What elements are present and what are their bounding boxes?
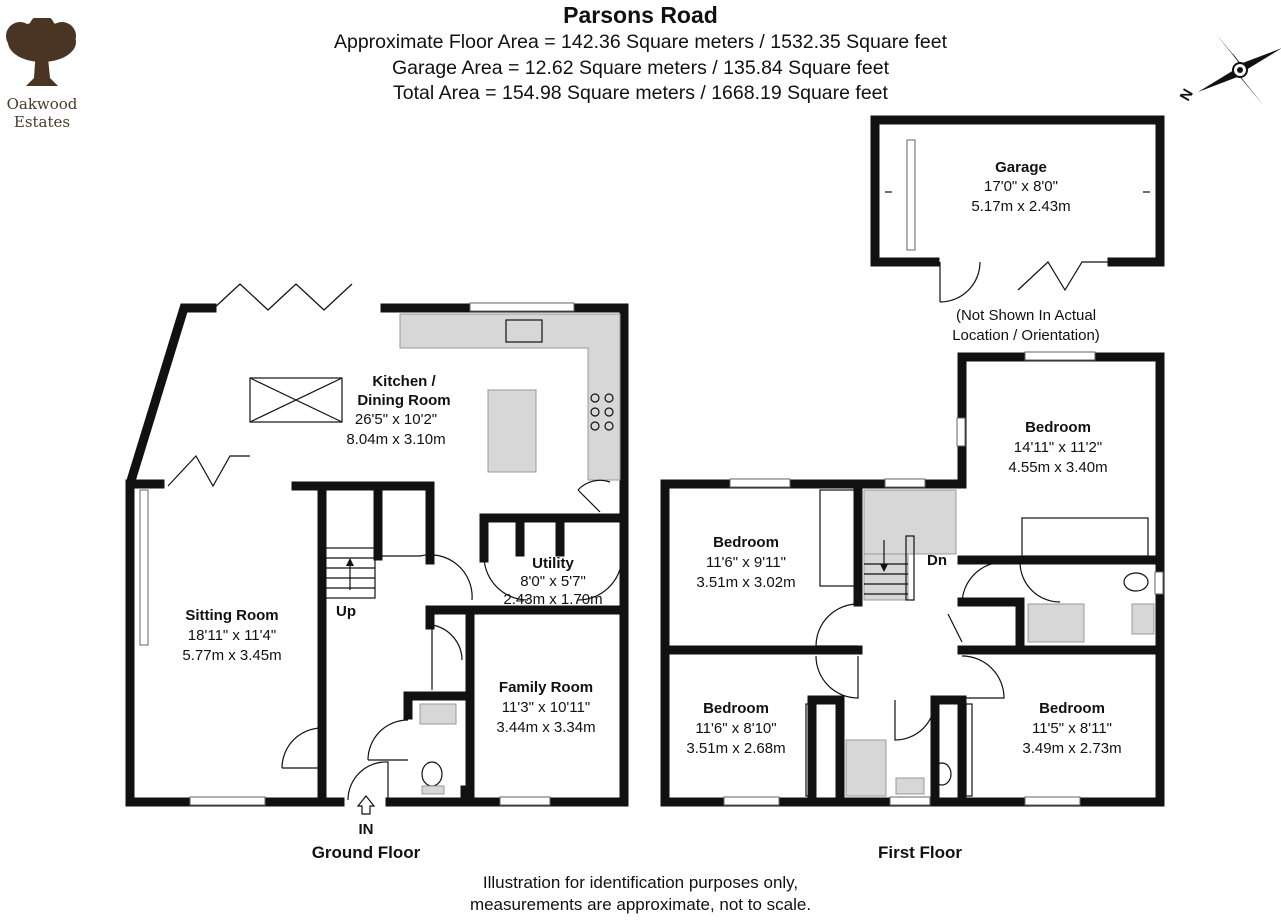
logo-text-line1: Oakwood <box>6 95 78 113</box>
bedroom-3-imperial: 11'6" x 8'10" <box>695 720 776 737</box>
first-floor-staircase <box>863 489 957 601</box>
sitting-room-imperial: 18'11" x 11'4" <box>188 627 276 644</box>
kitchen-imperial: 26'5" x 10'2" <box>355 411 437 428</box>
entrance-label: IN <box>359 821 374 838</box>
family-room-imperial: 11'3" x 10'11" <box>502 699 590 716</box>
sitting-room-name: Sitting Room <box>185 607 278 624</box>
family-room-name: Family Room <box>499 679 593 696</box>
kitchen-name-line2: Dining Room <box>357 392 450 409</box>
garage-imperial: 17'0" x 8'0" <box>984 178 1058 195</box>
bedroom-4-name: Bedroom <box>1039 700 1105 717</box>
bedroom-4-metric: 3.49m x 2.73m <box>1022 740 1121 757</box>
ground-floor-staircase <box>324 547 376 599</box>
plan-title: Parsons Road <box>563 2 718 28</box>
kitchen-metric: 8.04m x 3.10m <box>346 431 445 448</box>
utility-metric: 2.43m x 1.70m <box>503 591 602 608</box>
first-floor-label: First Floor <box>878 843 962 862</box>
garage-note-line1: (Not Shown In Actual <box>956 307 1096 324</box>
compass-north-label: N <box>1177 86 1197 104</box>
utility-name: Utility <box>532 555 574 572</box>
bedroom-2-name: Bedroom <box>713 534 779 551</box>
oak-tree-icon <box>6 15 76 86</box>
kitchen-name: Kitchen / <box>372 373 436 390</box>
utility-imperial: 8'0" x 5'7" <box>520 573 586 590</box>
disclaimer-line1: Illustration for identification purposes… <box>482 873 799 892</box>
ground-floor-plan: Kitchen / Dining Room 26'5" x 10'2" 8.04… <box>125 283 629 862</box>
garage-plan: Garage 17'0" x 8'0" 5.17m x 2.43m (Not S… <box>870 115 1165 344</box>
disclaimer-line2: measurements are approximate, not to sca… <box>469 895 812 914</box>
family-room-metric: 3.44m x 3.34m <box>496 719 595 736</box>
sitting-room-metric: 5.77m x 3.45m <box>182 647 281 664</box>
bedroom-1-name: Bedroom <box>1025 419 1091 436</box>
stairs-up-label: Up <box>336 603 356 620</box>
floor-area-text: Approximate Floor Area = 142.36 Square m… <box>333 31 947 53</box>
garage-area-text: Garage Area = 12.62 Square meters / 135.… <box>391 57 890 79</box>
bedroom-2-imperial: 11'6" x 9'11" <box>706 554 786 571</box>
garage-metric: 5.17m x 2.43m <box>971 198 1070 215</box>
bedroom-3-metric: 3.51m x 2.68m <box>686 740 785 757</box>
bedroom-3-name: Bedroom <box>703 700 769 717</box>
compass-icon: N <box>1177 34 1281 106</box>
first-floor-plan: Bedroom 14'11" x 11'2" 4.55m x 3.40m Bed… <box>660 351 1165 862</box>
bedroom-2-metric: 3.51m x 3.02m <box>696 574 795 591</box>
oakwood-logo: Oakwood Estates <box>0 15 84 131</box>
disclaimer: Illustration for identification purposes… <box>0 872 1281 916</box>
logo-text-line2: Estates <box>13 113 71 131</box>
bedroom-4-imperial: 11'5" x 8'11" <box>1032 720 1112 737</box>
bedroom-1-metric: 4.55m x 3.40m <box>1008 459 1107 476</box>
stairs-down-label: Dn <box>927 552 947 569</box>
garage-name: Garage <box>995 159 1047 176</box>
total-area-text: Total Area = 154.98 Square meters / 1668… <box>393 82 888 104</box>
ground-floor-label: Ground Floor <box>312 843 421 862</box>
bedroom-1-imperial: 14'11" x 11'2" <box>1014 439 1102 456</box>
garage-note-line2: Location / Orientation) <box>952 327 1100 344</box>
